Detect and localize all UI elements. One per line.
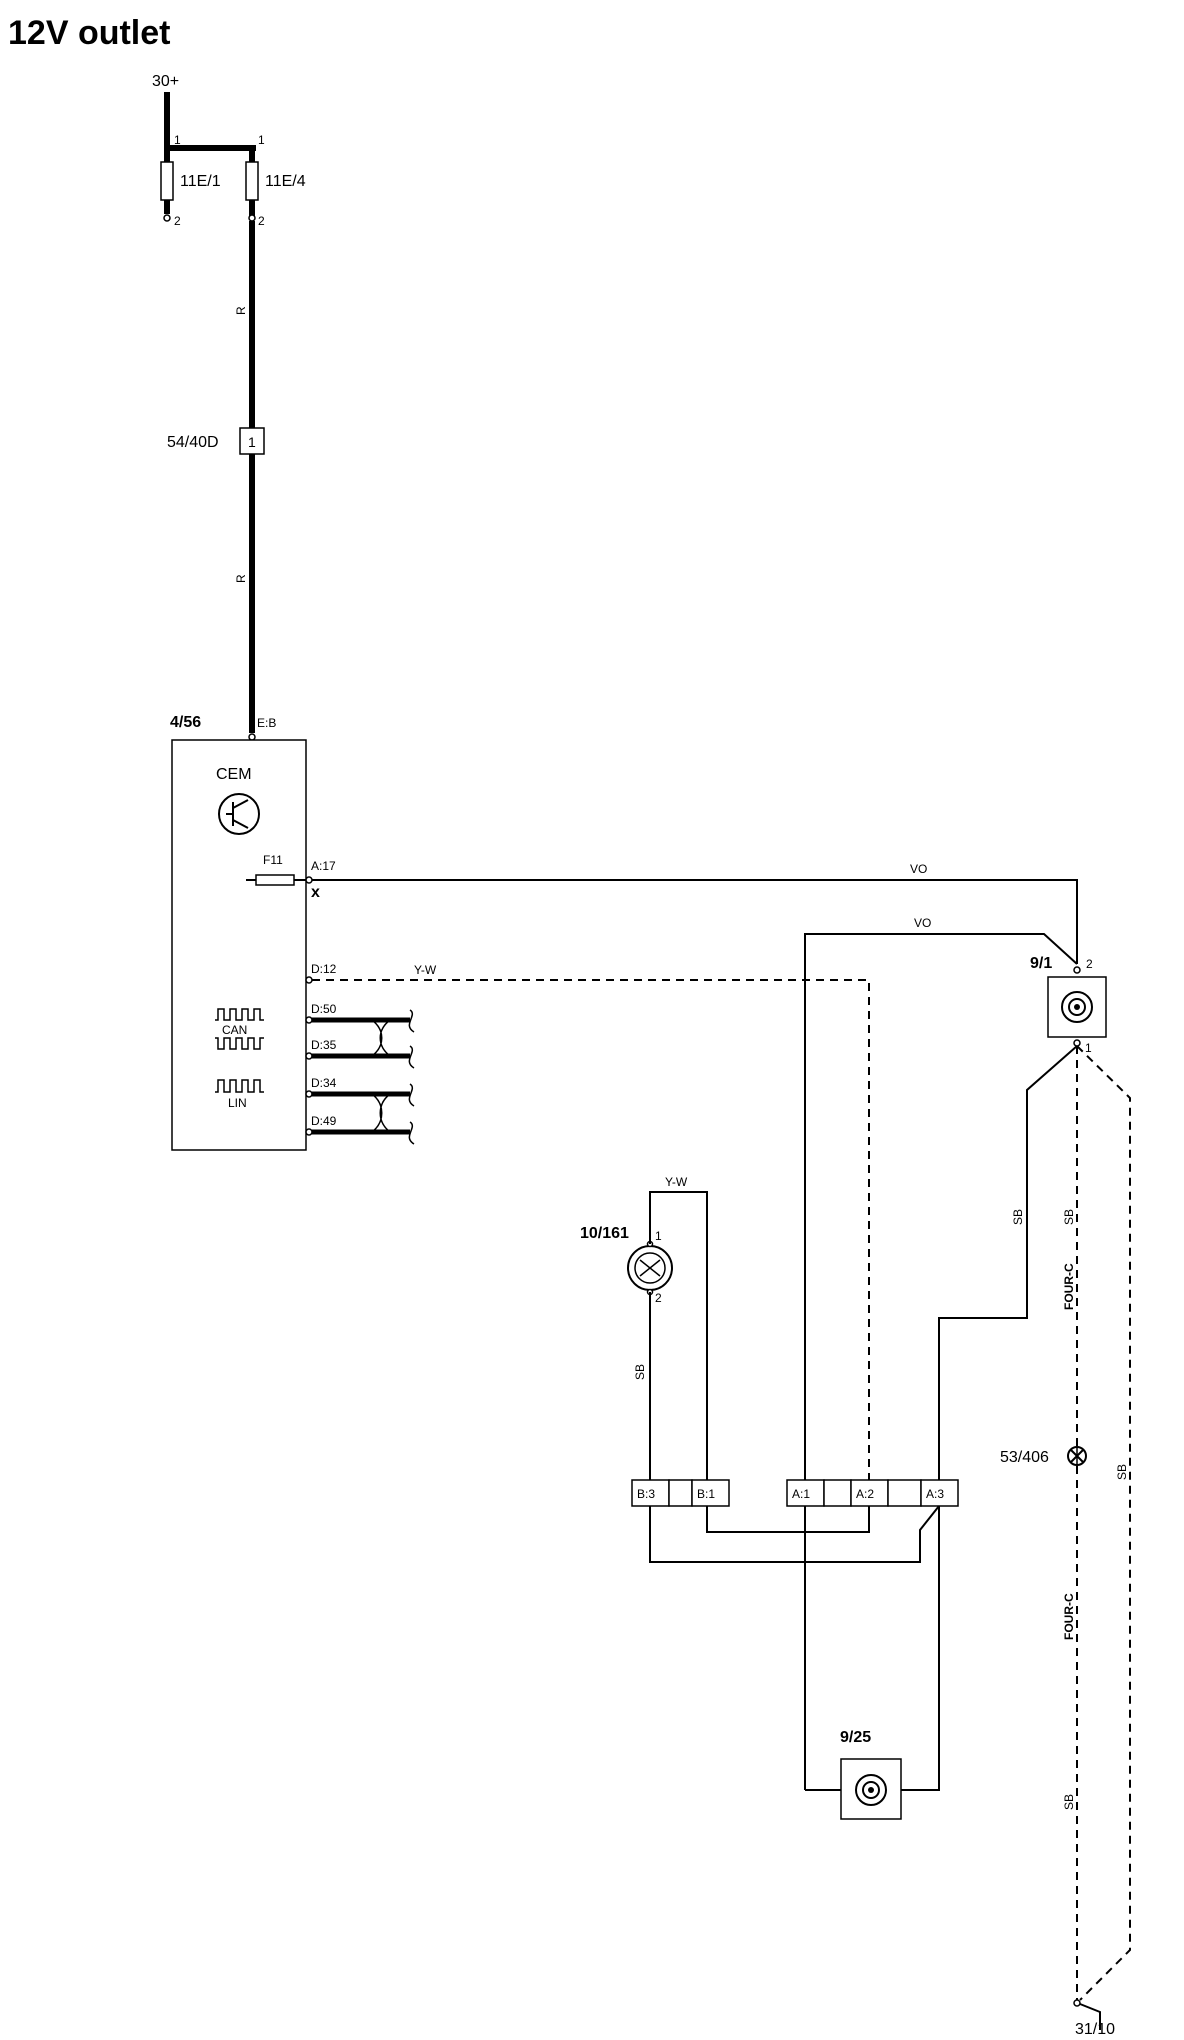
connector-b-pin-b3: B:3 xyxy=(637,1487,655,1501)
cem-fuse-label: F11 xyxy=(263,853,283,867)
wire-color-sb-2: SB xyxy=(1062,1209,1076,1225)
connector-54-40d-pin: 1 xyxy=(248,434,256,450)
fuse-11e4-label: 11E/4 xyxy=(265,173,306,190)
a3-to-925-wire xyxy=(901,1506,940,1791)
lamp-icon xyxy=(639,1259,661,1277)
wire-color-r-1: R xyxy=(234,306,248,315)
vo-wire-a17 xyxy=(312,879,1078,964)
fuse-11e4-pin-out: 2 xyxy=(258,214,265,228)
outlet-9-25-id: 9/25 xyxy=(840,1729,871,1746)
fuse-11e4-pin-in: 1 xyxy=(258,133,265,147)
cem-pin-d50: D:50 xyxy=(311,1002,337,1016)
cem-lin-label: LIN xyxy=(228,1096,247,1110)
sb-dashed-ground-wire xyxy=(1076,1045,1131,2001)
four-c-label-1: FOUR-C xyxy=(1062,1263,1076,1310)
outlet-9-1-pin1: 1 xyxy=(1085,1041,1092,1055)
can-icon xyxy=(215,1008,264,1050)
four-c-label-2: FOUR-C xyxy=(1062,1593,1076,1640)
transistor-icon xyxy=(218,793,260,835)
connector-54-40d-label: 54/40D xyxy=(167,434,219,451)
cem-pin-d12: D:12 xyxy=(311,962,337,976)
socket-icon xyxy=(1061,991,1093,1023)
cem-mark-x: x xyxy=(311,884,320,901)
fuse-11e1-pin-out: 2 xyxy=(174,214,181,228)
connector-a-pin-a2: A:2 xyxy=(856,1487,874,1501)
wire-color-sb-4: SB xyxy=(1062,1794,1076,1810)
b3-to-a3-wire xyxy=(649,1505,940,1563)
cem-pin-eb: E:B xyxy=(257,716,276,730)
b1-to-a2-wire xyxy=(706,1506,870,1533)
supply-label: 30+ xyxy=(152,73,179,90)
yw-switch-wire xyxy=(649,1191,708,1480)
diagram-title: 12V outlet xyxy=(8,14,170,52)
socket-icon xyxy=(855,1774,887,1806)
fuse-11e1: 1 2 11E/1 xyxy=(160,133,221,228)
lin-icon xyxy=(215,1079,264,1093)
cem-name: CEM xyxy=(216,766,252,783)
fuse-11e1-label: 11E/1 xyxy=(180,173,221,190)
switch-10-161-pin1: 1 xyxy=(655,1229,662,1243)
wire-color-vo-2: VO xyxy=(914,916,931,930)
wire-color-yw-2: Y-W xyxy=(665,1175,688,1189)
fuse-11e1-pin-in: 1 xyxy=(174,133,181,147)
cem-pin-d34: D:34 xyxy=(311,1076,337,1090)
cem-pin-d35: D:35 xyxy=(311,1038,337,1052)
cem-can-label: CAN xyxy=(222,1023,247,1037)
yw-dashed-wire xyxy=(312,979,870,1480)
outlet-9-1: 9/1 2 1 xyxy=(1030,955,1107,1055)
splice-53-406-label: 53/406 xyxy=(1000,1449,1049,1466)
connector-b: B:3 B:1 xyxy=(631,1479,730,1507)
ground-31-10-label: 31/10 xyxy=(1075,2021,1115,2038)
fuse-11e4: 1 2 11E/4 xyxy=(245,133,306,228)
ground-31-10: 31/10 xyxy=(1073,1999,1115,2038)
switch-10-161-pin2: 2 xyxy=(655,1291,662,1305)
splice-53-406: 53/406 xyxy=(1000,1446,1087,1466)
can-bus-wires xyxy=(312,1009,415,1069)
lin-bus-wires xyxy=(312,1083,415,1145)
wire-color-r-2: R xyxy=(234,574,248,583)
switch-10-161: 10/161 1 2 xyxy=(580,1225,673,1305)
wire-color-vo-1: VO xyxy=(910,862,927,876)
wire-color-yw-1: Y-W xyxy=(414,963,437,977)
cem-box xyxy=(171,739,307,1151)
wire-color-sb-3: SB xyxy=(1115,1464,1129,1480)
connector-54-40d: 1 54/40D xyxy=(167,427,265,455)
switch-10-161-id: 10/161 xyxy=(580,1225,629,1242)
connector-a: A:1 A:2 A:3 xyxy=(786,1479,959,1507)
cem-id: 4/56 xyxy=(170,714,201,731)
sb-wire-91-a3 xyxy=(938,1045,1078,1480)
splice-icon xyxy=(1067,1446,1087,1466)
connector-b-pin-b1: B:1 xyxy=(697,1487,715,1501)
vo-wire-loop xyxy=(804,933,1078,1790)
outlet-9-1-id: 9/1 xyxy=(1030,955,1052,972)
wire-color-sb-5: SB xyxy=(633,1364,647,1380)
outlet-9-1-pin2: 2 xyxy=(1086,957,1093,971)
connector-a-pin-a1: A:1 xyxy=(792,1487,810,1501)
cem-pin-a17: A:17 xyxy=(311,859,336,873)
cem-module: 4/56 E:B CEM F11 A:17 x D:12 CAN xyxy=(170,714,337,1151)
outlet-9-25: 9/25 xyxy=(805,1729,902,1820)
cem-pin-d49: D:49 xyxy=(311,1114,337,1128)
connector-a-pin-a3: A:3 xyxy=(926,1487,944,1501)
wire-color-sb-1: SB xyxy=(1011,1209,1025,1225)
